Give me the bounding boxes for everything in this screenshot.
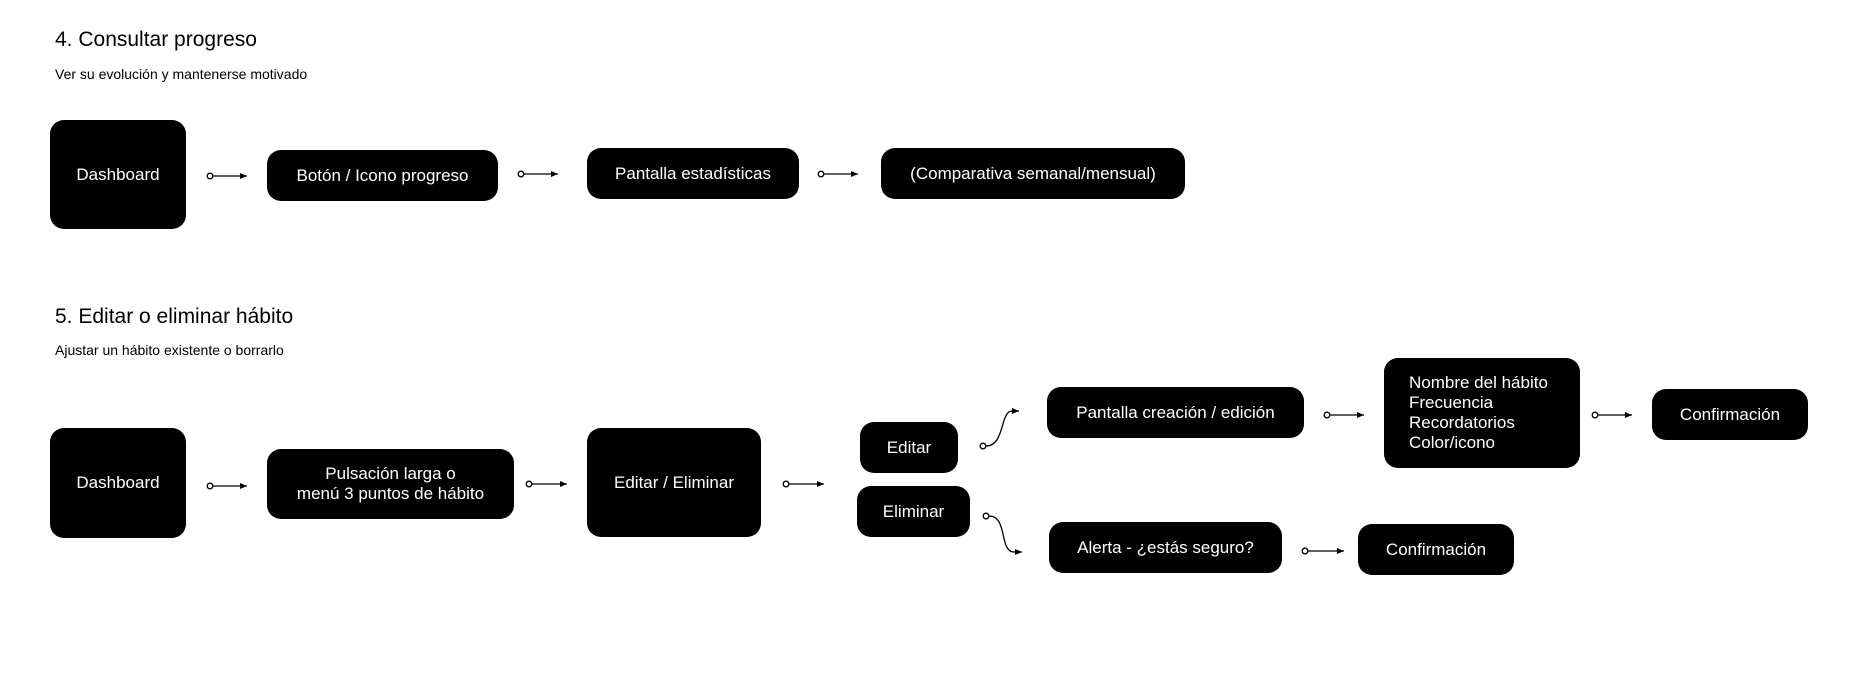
section-4-subtitle: Ver su evolución y mantenerse motivado <box>55 66 308 82</box>
s5-edit-confirmation-label: Confirmación <box>1679 404 1781 424</box>
s5-delete-label: Eliminar <box>882 501 945 521</box>
s4-dashboard-label: Dashboard <box>76 164 160 184</box>
arrow-s5-3 <box>782 480 824 488</box>
s5-long-press-line-2: menú 3 puntos de hábito <box>296 484 485 503</box>
arrow-s5-2 <box>525 480 567 488</box>
arrow-s4-1 <box>206 172 247 180</box>
s4-progress-button-label: Botón / Icono progreso <box>296 165 469 185</box>
arrow-s5-1 <box>206 482 247 490</box>
s5-edit-confirmation-node: Confirmación <box>1652 389 1808 440</box>
s5-edit-label: Editar <box>886 437 932 457</box>
s4-comparison-label: (Comparativa semanal/mensual) <box>910 163 1156 183</box>
arrow-s5-6 <box>1301 547 1344 555</box>
arrow-delete-to-alert <box>982 512 1022 555</box>
s5-edit-delete-node: Editar / Eliminar <box>587 428 761 537</box>
arrow-s4-3 <box>817 170 858 178</box>
s5-delete-node: Eliminar <box>857 486 970 537</box>
s5-fields-node: Nombre del hábito Frecuencia Recordatori… <box>1384 358 1580 468</box>
s5-field-color-icon: Color/icono <box>1409 433 1495 452</box>
s4-dashboard-node: Dashboard <box>50 120 186 229</box>
s5-edit-node: Editar <box>860 422 958 473</box>
s5-delete-confirmation-node: Confirmación <box>1358 524 1514 575</box>
s5-long-press-line-1: Pulsación larga o <box>325 464 456 483</box>
section-4-title: 4. Consultar progreso <box>55 28 257 51</box>
s5-field-reminders: Recordatorios <box>1409 413 1515 432</box>
s5-edit-delete-label: Editar / Eliminar <box>614 472 734 492</box>
s5-alert-label: Alerta - ¿estás seguro? <box>1077 537 1254 557</box>
s5-alert-node: Alerta - ¿estás seguro? <box>1049 522 1282 573</box>
s5-long-press-node: Pulsación larga o menú 3 puntos de hábit… <box>267 449 514 519</box>
s5-delete-confirmation-label: Confirmación <box>1385 539 1487 559</box>
section-5-title: 5. Editar o eliminar hábito <box>55 305 294 328</box>
s4-stats-screen-label: Pantalla estadísticas <box>615 163 771 183</box>
s4-stats-screen-node: Pantalla estadísticas <box>587 148 799 199</box>
arrow-edit-to-creation <box>979 408 1019 450</box>
arrow-s5-5 <box>1591 411 1632 419</box>
s5-dashboard-label: Dashboard <box>76 473 160 492</box>
s5-creation-screen-node: Pantalla creación / edición <box>1047 387 1304 438</box>
s5-field-frequency: Frecuencia <box>1409 393 1494 412</box>
s4-progress-button-node: Botón / Icono progreso <box>267 150 498 201</box>
s5-creation-screen-label: Pantalla creación / edición <box>1076 402 1275 422</box>
s5-field-name: Nombre del hábito <box>1409 373 1548 392</box>
arrow-s5-4 <box>1323 411 1364 419</box>
s4-comparison-node: (Comparativa semanal/mensual) <box>881 148 1185 199</box>
section-5-subtitle: Ajustar un hábito existente o borrarlo <box>55 342 284 358</box>
s5-dashboard-node: Dashboard <box>50 428 186 538</box>
arrow-s4-2 <box>517 170 558 178</box>
